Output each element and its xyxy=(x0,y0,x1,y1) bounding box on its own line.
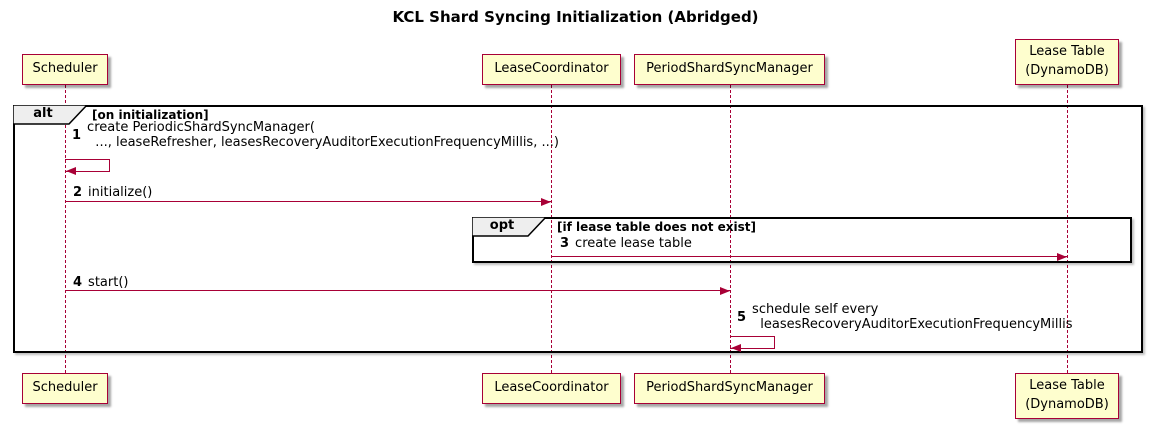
message-3-label: 3 create lease table xyxy=(560,236,692,251)
message-4-text: start() xyxy=(88,275,129,290)
message-1-label: 1 create PeriodicShardSyncManager( ..., … xyxy=(72,120,559,150)
alt-frame xyxy=(13,105,1143,353)
diagram-title: KCL Shard Syncing Initialization (Abridg… xyxy=(392,8,759,26)
message-2-label: 2 initialize() xyxy=(73,185,152,200)
participant-period-shard-sync-manager-bottom: PeriodShardSyncManager xyxy=(634,373,825,404)
alt-operator-label: alt xyxy=(33,106,53,121)
message-4-arrowhead xyxy=(720,287,730,295)
message-1-self-arrow xyxy=(65,159,110,172)
message-5-label: 5 schedule self every leasesRecoveryAudi… xyxy=(737,302,1073,332)
message-3-arrowhead xyxy=(1057,253,1067,261)
message-5-number: 5 xyxy=(737,309,747,325)
participant-period-shard-sync-manager-top: PeriodShardSyncManager xyxy=(634,54,825,85)
participant-lease-coordinator-bottom: LeaseCoordinator xyxy=(482,373,621,404)
participant-lease-table-bottom: Lease Table (DynamoDB) xyxy=(1015,373,1119,419)
message-4-label: 4 start() xyxy=(73,275,128,290)
opt-operator-label: opt xyxy=(489,218,515,233)
lifeline-scheduler xyxy=(65,85,66,373)
message-3-text: create lease table xyxy=(575,236,692,251)
message-1-text: create PeriodicShardSyncManager( ..., le… xyxy=(87,120,559,150)
message-4-arrow-line xyxy=(65,290,730,291)
message-2-text: initialize() xyxy=(88,185,153,200)
lifeline-lease-table xyxy=(1067,85,1068,373)
message-2-arrowhead xyxy=(541,198,551,206)
message-5-text: schedule self every leasesRecoveryAudito… xyxy=(752,302,1073,332)
message-5-self-arrow xyxy=(730,336,775,349)
lifeline-lease-coordinator xyxy=(551,85,552,373)
participant-scheduler-top: Scheduler xyxy=(22,54,108,85)
lifeline-period-shard-sync-manager xyxy=(730,85,731,373)
message-2-arrow-line xyxy=(65,201,551,202)
opt-condition-label: [if lease table does not exist] xyxy=(557,220,757,234)
message-1-arrowhead xyxy=(66,167,76,175)
alt-operator-pentagon xyxy=(13,105,89,125)
participant-lease-coordinator-top: LeaseCoordinator xyxy=(482,54,621,85)
message-2-number: 2 xyxy=(73,185,83,200)
opt-operator-pentagon xyxy=(472,217,548,237)
message-5-arrowhead xyxy=(731,344,741,352)
message-4-number: 4 xyxy=(73,275,83,290)
message-1-number: 1 xyxy=(72,127,82,143)
participant-scheduler-bottom: Scheduler xyxy=(22,373,108,404)
message-3-number: 3 xyxy=(560,236,570,251)
message-3-arrow-line xyxy=(551,256,1067,257)
alt-condition-label: [on initialization] xyxy=(92,108,209,122)
opt-frame xyxy=(472,217,1132,263)
participant-lease-table-top: Lease Table (DynamoDB) xyxy=(1015,39,1119,85)
